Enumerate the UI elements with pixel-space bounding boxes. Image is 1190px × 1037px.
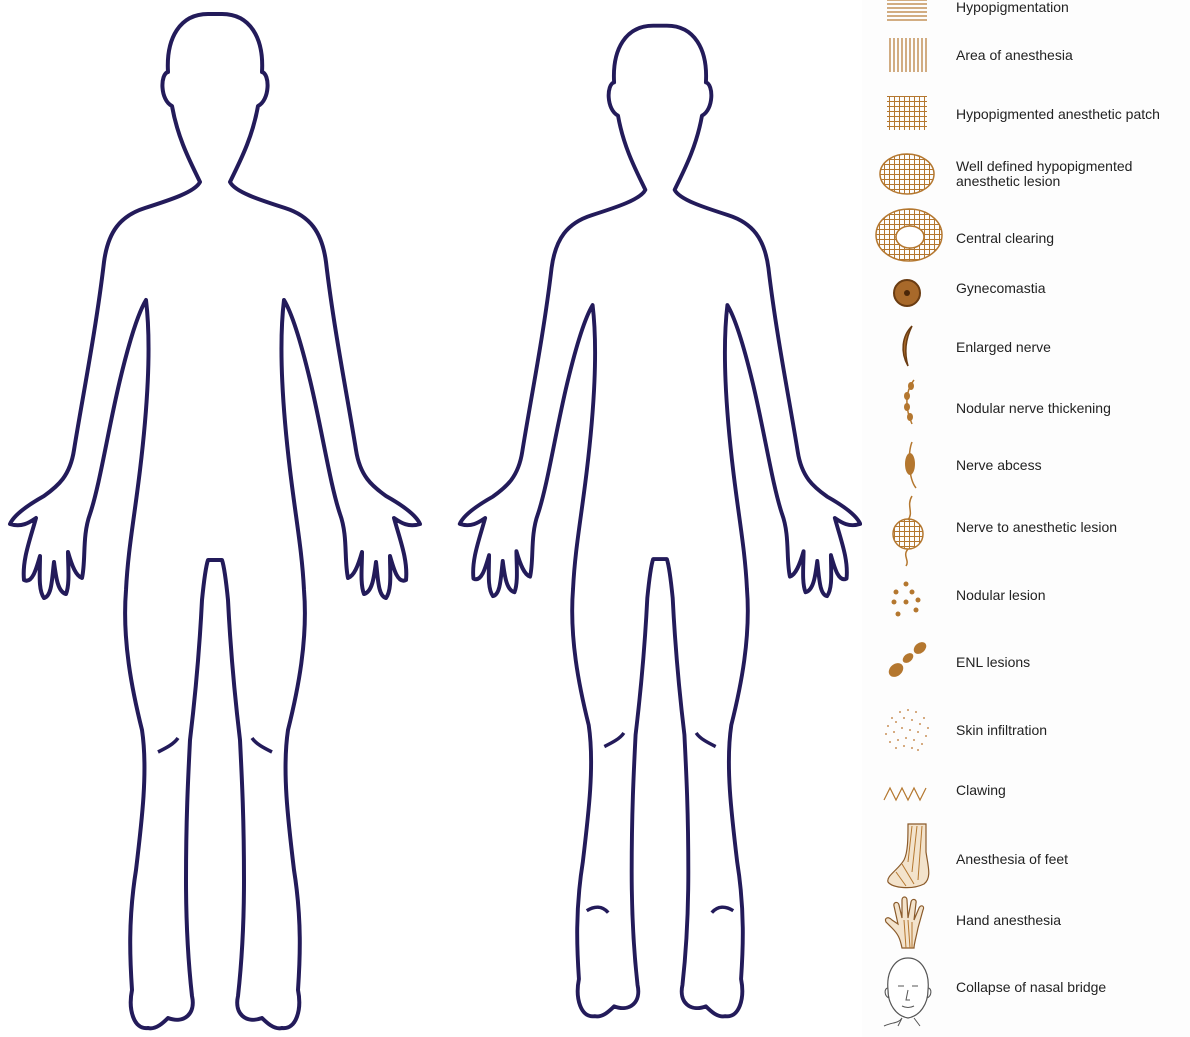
legend-label-nerve-abcess: Nerve abcess	[956, 458, 1042, 473]
legend-label-nodular-lesion: Nodular lesion	[956, 588, 1046, 603]
legend-label-clawing: Clawing	[956, 783, 1006, 798]
legend-label-area-of-anesthesia: Area of anesthesia	[956, 48, 1073, 63]
horizontal-lines-patch-icon	[872, 0, 942, 24]
nerve-to-lesion-icon	[872, 494, 942, 568]
striped-hand-icon	[872, 894, 942, 950]
legend-label-well-defined-lesion: Well defined hypopigmented anesthetic le…	[956, 159, 1156, 189]
wavy-line-icon	[872, 780, 942, 808]
legend-label-hand-anesthesia: Hand anesthesia	[956, 913, 1061, 928]
vertical-lines-patch-icon	[872, 36, 942, 74]
legend-label-gynecomastia: Gynecomastia	[956, 281, 1045, 296]
legend: Hypopigmentation Area of anesthesia Hypo…	[862, 0, 1190, 1037]
legend-label-nerve-to-anesthetic-lesion: Nerve to anesthetic lesion	[956, 520, 1117, 535]
crosshatch-ring-icon	[872, 207, 946, 263]
curved-nerve-icon	[872, 322, 942, 370]
legend-label-collapse-of-nasal-bridge: Collapse of nasal bridge	[956, 980, 1106, 995]
crosshatch-oval-icon	[872, 152, 942, 196]
legend-label-enl-lesions: ENL lesions	[956, 655, 1030, 670]
brown-dot-icon	[872, 275, 942, 311]
legend-label-central-clearing: Central clearing	[956, 231, 1054, 246]
legend-label-anesthesia-of-feet: Anesthesia of feet	[956, 852, 1068, 867]
back-body-outline	[450, 0, 870, 1037]
stippled-patch-icon	[872, 704, 942, 754]
oval-spots-icon	[872, 638, 942, 684]
scattered-dots-icon	[872, 578, 942, 622]
crosshatch-patch-icon	[872, 94, 942, 132]
legend-label-enlarged-nerve: Enlarged nerve	[956, 340, 1051, 355]
front-body-outline	[0, 0, 430, 1037]
face-icon	[872, 954, 942, 1028]
legend-label-hypopigmented-anesthetic-patch: Hypopigmented anesthetic patch	[956, 107, 1160, 122]
striped-foot-icon	[872, 822, 942, 892]
legend-label-hypopigmentation: Hypopigmentation	[956, 0, 1069, 15]
legend-label-skin-infiltration: Skin infiltration	[956, 723, 1047, 738]
nerve-swelling-icon	[872, 440, 942, 490]
legend-label-nodular-nerve-thickening: Nodular nerve thickening	[956, 401, 1111, 416]
beaded-nerve-icon	[872, 376, 942, 428]
